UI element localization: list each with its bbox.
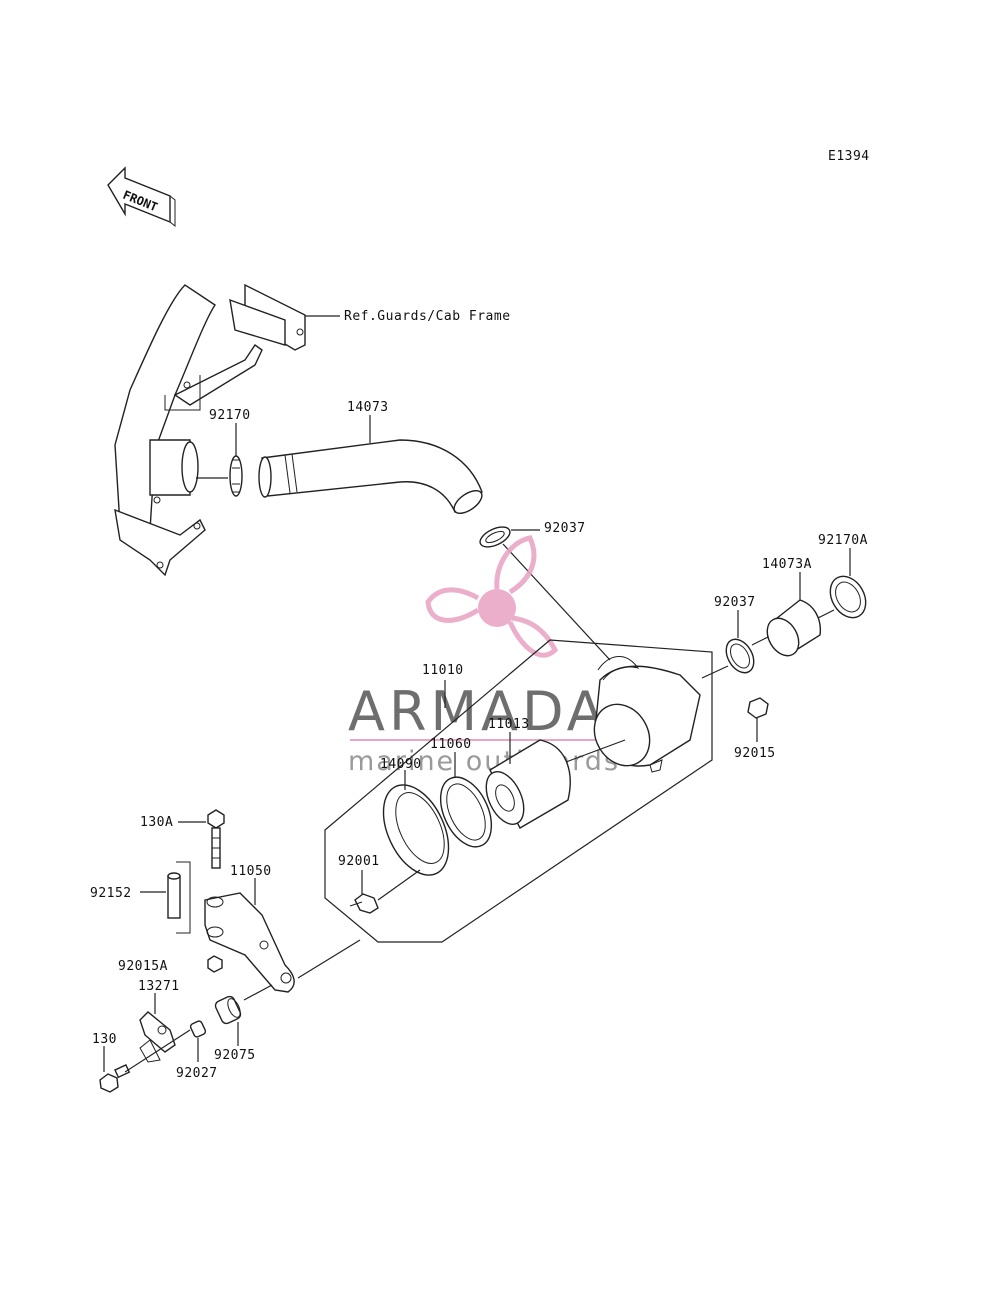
collar-92027 [189,1020,207,1038]
label-92001: 92001 [338,854,380,869]
label-92037-top: 92037 [544,521,586,536]
ref-label: Ref.Guards/Cab Frame [344,309,511,324]
label-92027: 92027 [176,1066,218,1081]
label-92075: 92075 [214,1048,256,1063]
cab-frame [114,283,306,577]
label-11013: 11013 [488,717,530,732]
label-92152: 92152 [90,886,132,901]
armada-logo-icon [425,535,559,658]
bracket-11050 [204,892,295,993]
label-11010: 11010 [422,663,464,678]
label-92015: 92015 [734,746,776,761]
plate-13271 [139,1011,176,1063]
damper-92075 [214,995,242,1025]
intake-duct-14073 [258,439,483,514]
duct-14073A [766,599,822,657]
bolt-92001 [349,893,379,914]
label-14073A: 14073A [762,557,812,572]
collar-92152 [167,861,191,934]
diagram-code: E1394 [828,149,870,164]
label-130A: 130A [140,815,173,830]
watermark-brand: ARMADA [348,680,608,743]
clamp-92170 [229,455,243,497]
label-14073: 14073 [347,400,389,415]
label-92037-mid: 92037 [714,595,756,610]
label-92170A: 92170A [818,533,868,548]
bolt-130 [99,1063,131,1093]
label-13271: 13271 [138,979,180,994]
grommet-92015 [747,697,769,719]
label-11050: 11050 [230,864,272,879]
nut-92015A [207,955,223,973]
label-92015A: 92015A [118,959,168,974]
label-11060: 11060 [430,737,472,752]
label-14090: 14090 [380,757,422,772]
label-92170: 92170 [209,408,251,423]
front-arrow-icon: FRONT [107,166,176,228]
bolt-130A [207,809,225,869]
gasket-11060 [439,776,493,848]
clamp-92037-top [479,526,511,548]
label-130: 130 [92,1032,117,1047]
clamp-92170A [829,575,867,619]
cover-14090 [382,784,450,876]
clamp-92037-mid [725,638,755,674]
